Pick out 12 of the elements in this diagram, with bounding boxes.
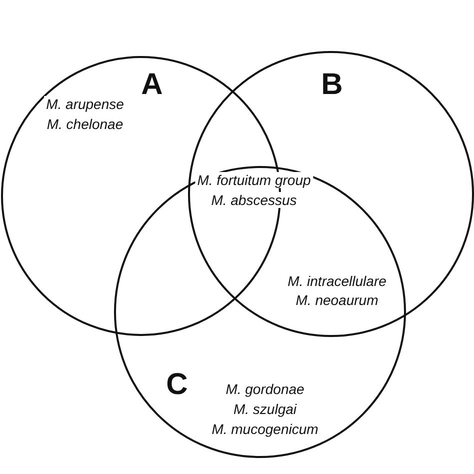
species-name: M. chelonae (44, 116, 126, 132)
species-name: M. gordonae (224, 381, 306, 397)
species-name: M. szulgai (231, 401, 299, 417)
species-name: M. mucogenicum (210, 421, 320, 437)
species-name: M. fortuitum group (195, 172, 313, 188)
species-name: M. arupense (44, 96, 126, 112)
set-label: B (321, 70, 343, 100)
species-name: M. abscessus (209, 192, 299, 208)
set-label: C (166, 370, 188, 400)
species-name: M. intracellulare (286, 273, 388, 289)
species-name: M. neoaurum (294, 292, 380, 308)
set-label: A (141, 70, 163, 100)
